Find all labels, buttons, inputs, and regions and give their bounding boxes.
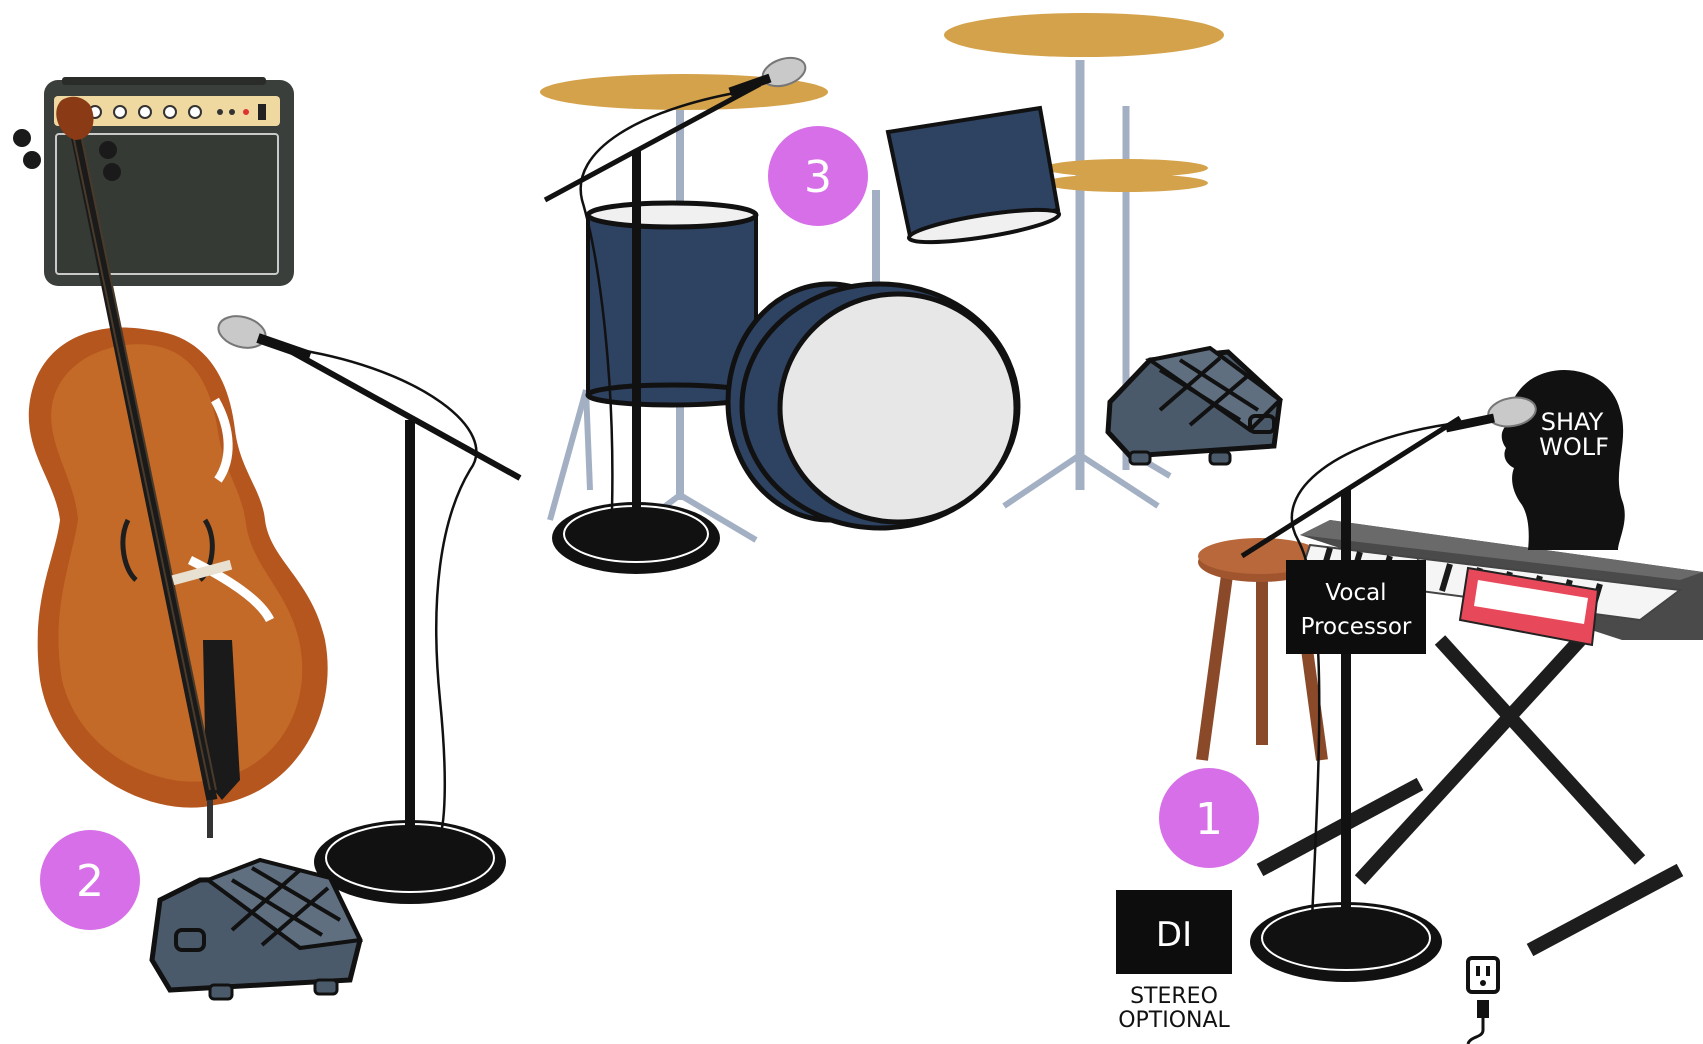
vocal-processor: Vocal Processor [1286,560,1426,654]
position-number: 2 [76,856,104,907]
position-badge-1: 1 [1159,768,1259,868]
di-note-line2: OPTIONAL [1118,1008,1230,1033]
position-badge-3: 3 [768,126,868,226]
vocal-processor-line1: Vocal [1325,580,1386,606]
position-number: 1 [1195,794,1223,845]
power-outlet-icon [1468,958,1498,1044]
floor-monitor-icon [152,860,360,999]
position-badge-2: 2 [40,830,140,930]
logo-line1: SHAY [1541,408,1604,436]
mic-stand-icon [1242,394,1538,982]
di-label: DI [1156,915,1192,955]
di-box: DI STEREO OPTIONAL [1116,890,1232,1033]
drum-kit-icon [540,13,1224,540]
floor-monitor-icon [1108,348,1280,464]
logo-line2: WOLF [1539,433,1609,461]
vocal-processor-line2: Processor [1301,614,1412,640]
di-note-line1: STEREO [1130,984,1218,1009]
position-number: 3 [804,152,832,203]
